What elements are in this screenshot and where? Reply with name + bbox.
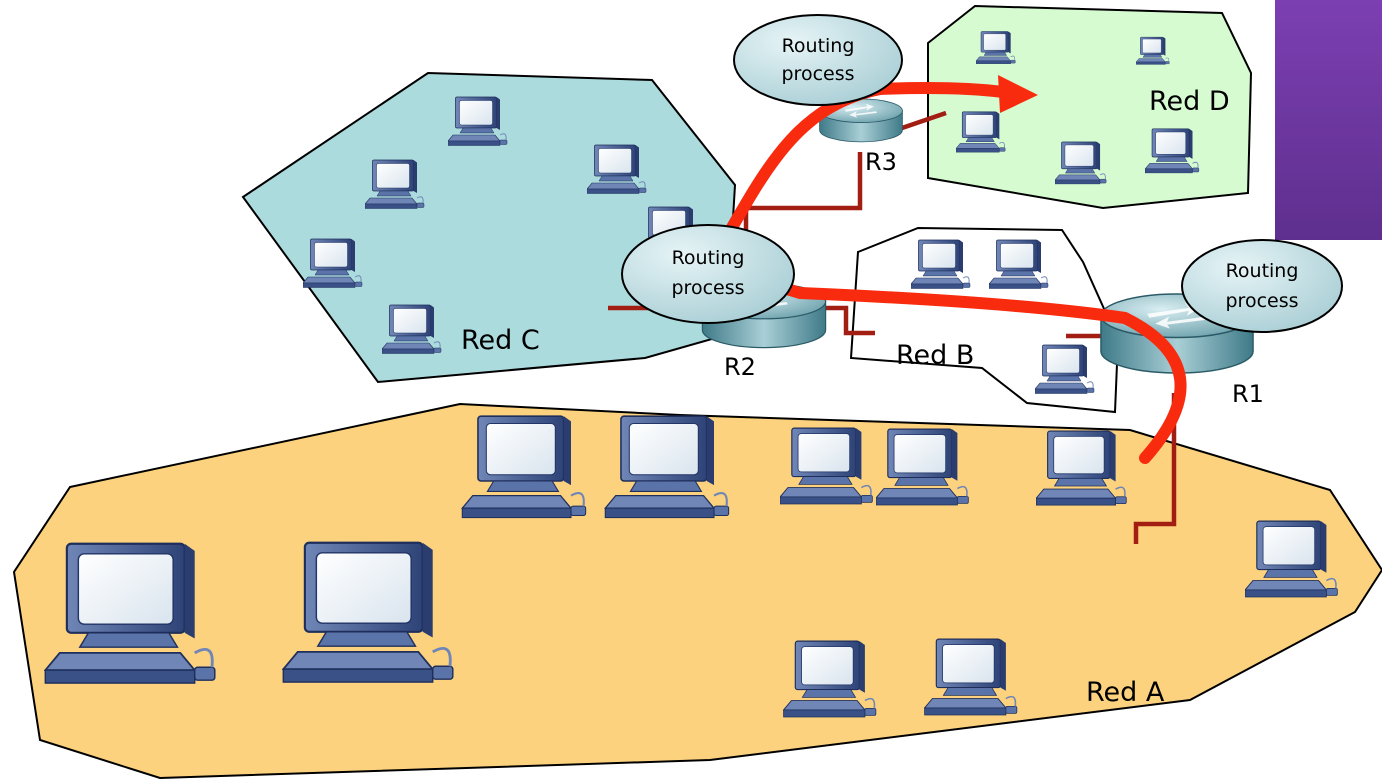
bubble-r3-line2: process <box>781 63 854 85</box>
routing-process-bubble-r1: Routing process <box>1181 239 1343 333</box>
cable-r2-red-b <box>826 305 875 336</box>
routing-process-bubble-r2: Routing process <box>621 224 795 324</box>
network-label-red-b: Red B <box>896 340 974 371</box>
bubble-r2-line1: Routing <box>672 247 745 269</box>
router-label-r1: R1 <box>1232 380 1264 408</box>
cable-r1-red-a <box>1133 393 1177 544</box>
routing-process-bubble-r3: Routing process <box>733 14 903 106</box>
router-label-r2: R2 <box>724 353 756 381</box>
bubble-r3-line1: Routing <box>782 35 855 57</box>
network-label-red-a: Red A <box>1086 677 1165 708</box>
network-label-red-c: Red C <box>461 325 540 356</box>
accent-bar <box>1275 0 1382 240</box>
bubble-r1-line2: process <box>1225 290 1298 312</box>
network-label-red-d: Red D <box>1149 86 1230 117</box>
router-label-r3: R3 <box>865 148 897 176</box>
bubble-r1-line1: Routing <box>1226 260 1299 282</box>
cable-r3-red-d <box>901 110 947 131</box>
route-arrowhead <box>998 75 1038 113</box>
bubble-r2-line2: process <box>671 277 744 299</box>
